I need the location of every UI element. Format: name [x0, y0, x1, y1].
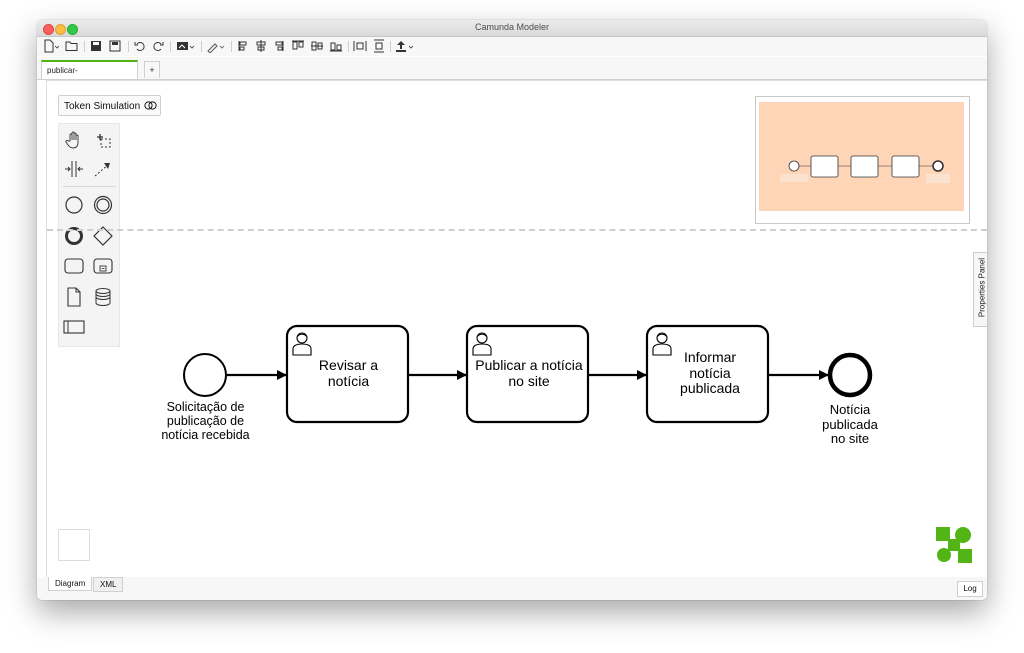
align-top-icon[interactable] — [291, 39, 305, 53]
properties-panel-toggle[interactable]: Properties Panel — [973, 252, 987, 327]
end-event-icon[interactable] — [63, 225, 85, 247]
subprocess-icon[interactable] — [92, 255, 114, 277]
toggle-icon — [144, 101, 157, 110]
start-event-icon[interactable] — [63, 194, 85, 216]
save-as-icon[interactable] — [109, 39, 121, 53]
properties-panel-label: Properties Panel — [977, 257, 987, 318]
token-simulation-button[interactable]: Token Simulation — [58, 95, 161, 116]
diagram-canvas[interactable]: Token Simulation — [46, 80, 987, 578]
gateway-icon[interactable] — [92, 225, 114, 247]
minimap[interactable] — [755, 96, 970, 224]
align-middle-icon[interactable] — [310, 39, 324, 53]
undo-icon[interactable] — [134, 39, 146, 53]
window-title: Camunda Modeler — [474, 22, 550, 32]
hand-tool-icon[interactable] — [63, 129, 85, 151]
app-window: Camunda Modeler — [37, 20, 987, 600]
task-publicar-label: Publicar a notícia no site — [475, 357, 583, 389]
align-bottom-icon[interactable] — [329, 39, 343, 53]
palette — [58, 123, 120, 347]
minimize-window-button[interactable] — [55, 24, 66, 35]
align-left-icon[interactable] — [237, 39, 249, 53]
user-task-icon — [292, 332, 312, 356]
export-image-icon[interactable] — [176, 39, 196, 53]
participant-icon[interactable] — [63, 316, 85, 338]
deploy-icon[interactable] — [395, 39, 415, 53]
zoom-window-button[interactable] — [67, 24, 78, 35]
tab-diagram[interactable]: Diagram — [48, 577, 93, 591]
minimap-diagram — [780, 155, 950, 183]
global-connect-tool-icon[interactable] — [92, 158, 114, 180]
token-simulation-label: Token Simulation — [64, 101, 141, 112]
redo-icon[interactable] — [152, 39, 164, 53]
data-object-icon[interactable] — [63, 286, 85, 308]
title-bar: Camunda Modeler — [37, 20, 987, 37]
tab-bar: publicar-noticia.bpmn✕ + — [37, 57, 987, 93]
save-icon[interactable] — [90, 39, 102, 53]
start-event-label: Solicitação de publicação de notícia rec… — [161, 400, 250, 442]
data-store-icon[interactable] — [92, 286, 114, 308]
distribute-horizontal-icon[interactable] — [353, 39, 367, 53]
bottom-bar: Diagram XML Log — [37, 577, 987, 600]
end-event-label: Notícia publicada no site — [822, 402, 878, 447]
user-task-icon — [652, 332, 672, 356]
task-informar-label: Informar notícia publicada — [680, 349, 740, 397]
end-event[interactable] — [827, 352, 873, 398]
log-button[interactable]: Log — [957, 581, 983, 597]
space-tool-icon[interactable] — [63, 158, 85, 180]
bpmn-io-logo-icon[interactable] — [936, 527, 972, 563]
new-file-icon[interactable] — [43, 39, 59, 53]
color-picker-icon[interactable] — [206, 39, 226, 53]
lasso-tool-icon[interactable] — [92, 129, 114, 151]
bpmn-diagram — [183, 324, 873, 424]
canvas-thumbnail — [58, 529, 90, 561]
align-right-icon[interactable] — [273, 39, 285, 53]
align-center-icon[interactable] — [255, 39, 267, 53]
distribute-vertical-icon[interactable] — [373, 39, 385, 53]
close-window-button[interactable] — [43, 24, 54, 35]
intermediate-event-icon[interactable] — [92, 194, 114, 216]
simulation-divider — [47, 229, 987, 231]
start-event[interactable] — [183, 353, 227, 397]
tab-publicar-noticia[interactable]: publicar-noticia.bpmn✕ — [41, 60, 138, 93]
tab-xml[interactable]: XML — [93, 577, 124, 592]
user-task-icon — [472, 332, 492, 356]
task-revisar-label: Revisar a notícia — [318, 357, 379, 389]
open-folder-icon[interactable] — [65, 39, 79, 53]
task-icon[interactable] — [63, 255, 85, 277]
add-tab-button[interactable]: + — [144, 61, 160, 78]
toolbar — [37, 37, 987, 56]
